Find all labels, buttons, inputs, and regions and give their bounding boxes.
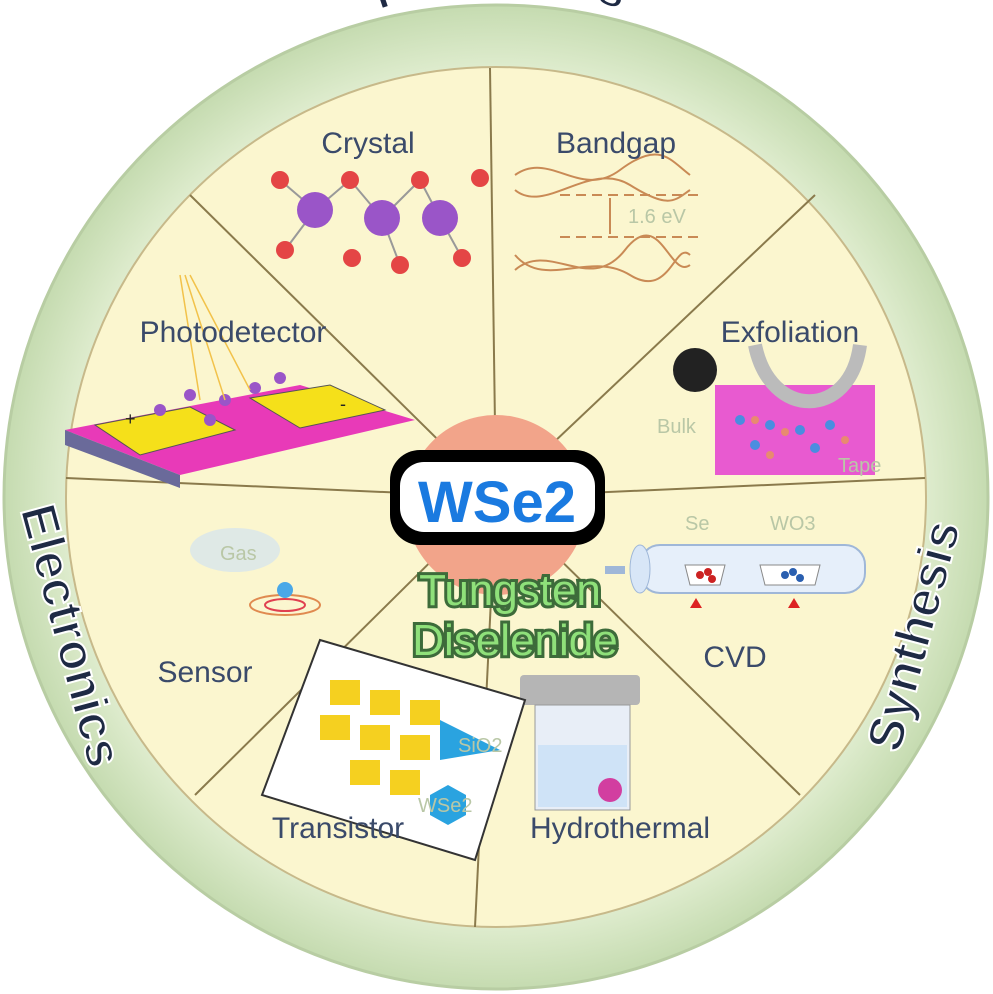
bandgap-illustration [514,153,700,283]
hydrothermal-illustration [520,675,640,811]
segment-label-cvd: CVD [703,641,766,674]
wo3-label: WO3 [770,513,816,535]
gas-label: Gas [220,543,257,565]
center-formula: WSe2 [418,470,576,535]
sio2-label: SiO2 [458,735,502,757]
plus-terminal: + [125,409,136,429]
crystal-illustration [271,169,489,274]
exfoliation-illustration [673,343,875,475]
bandgap-value: 1.6 eV [628,206,686,228]
cvd-illustration [605,544,866,608]
segment-label-bandgap: Bandgap [556,127,676,160]
segment-label-transistor: Transistor [272,812,404,845]
wse2-label: WSe2 [418,795,472,817]
photodetector-illustration [65,274,415,488]
segment-label-photodetector: Photodetector [140,316,327,349]
bulk-label: Bulk [657,416,697,438]
formula-badge [400,462,595,532]
segment-label-exfoliation: Exfoliation [721,316,859,349]
segment-label-hydrothermal: Hydrothermal [530,812,710,845]
center-name-line2: Diselenide [412,616,617,665]
segment-label-crystal: Crystal [321,127,414,160]
minus-terminal: - [340,394,346,414]
center-name-line1: Tungsten [419,566,601,615]
tape-label: Tape [838,455,881,477]
sensor-illustration [190,528,321,616]
se-label: Se [685,513,709,535]
segment-label-sensor: Sensor [157,656,252,689]
transistor-illustration [260,638,527,862]
